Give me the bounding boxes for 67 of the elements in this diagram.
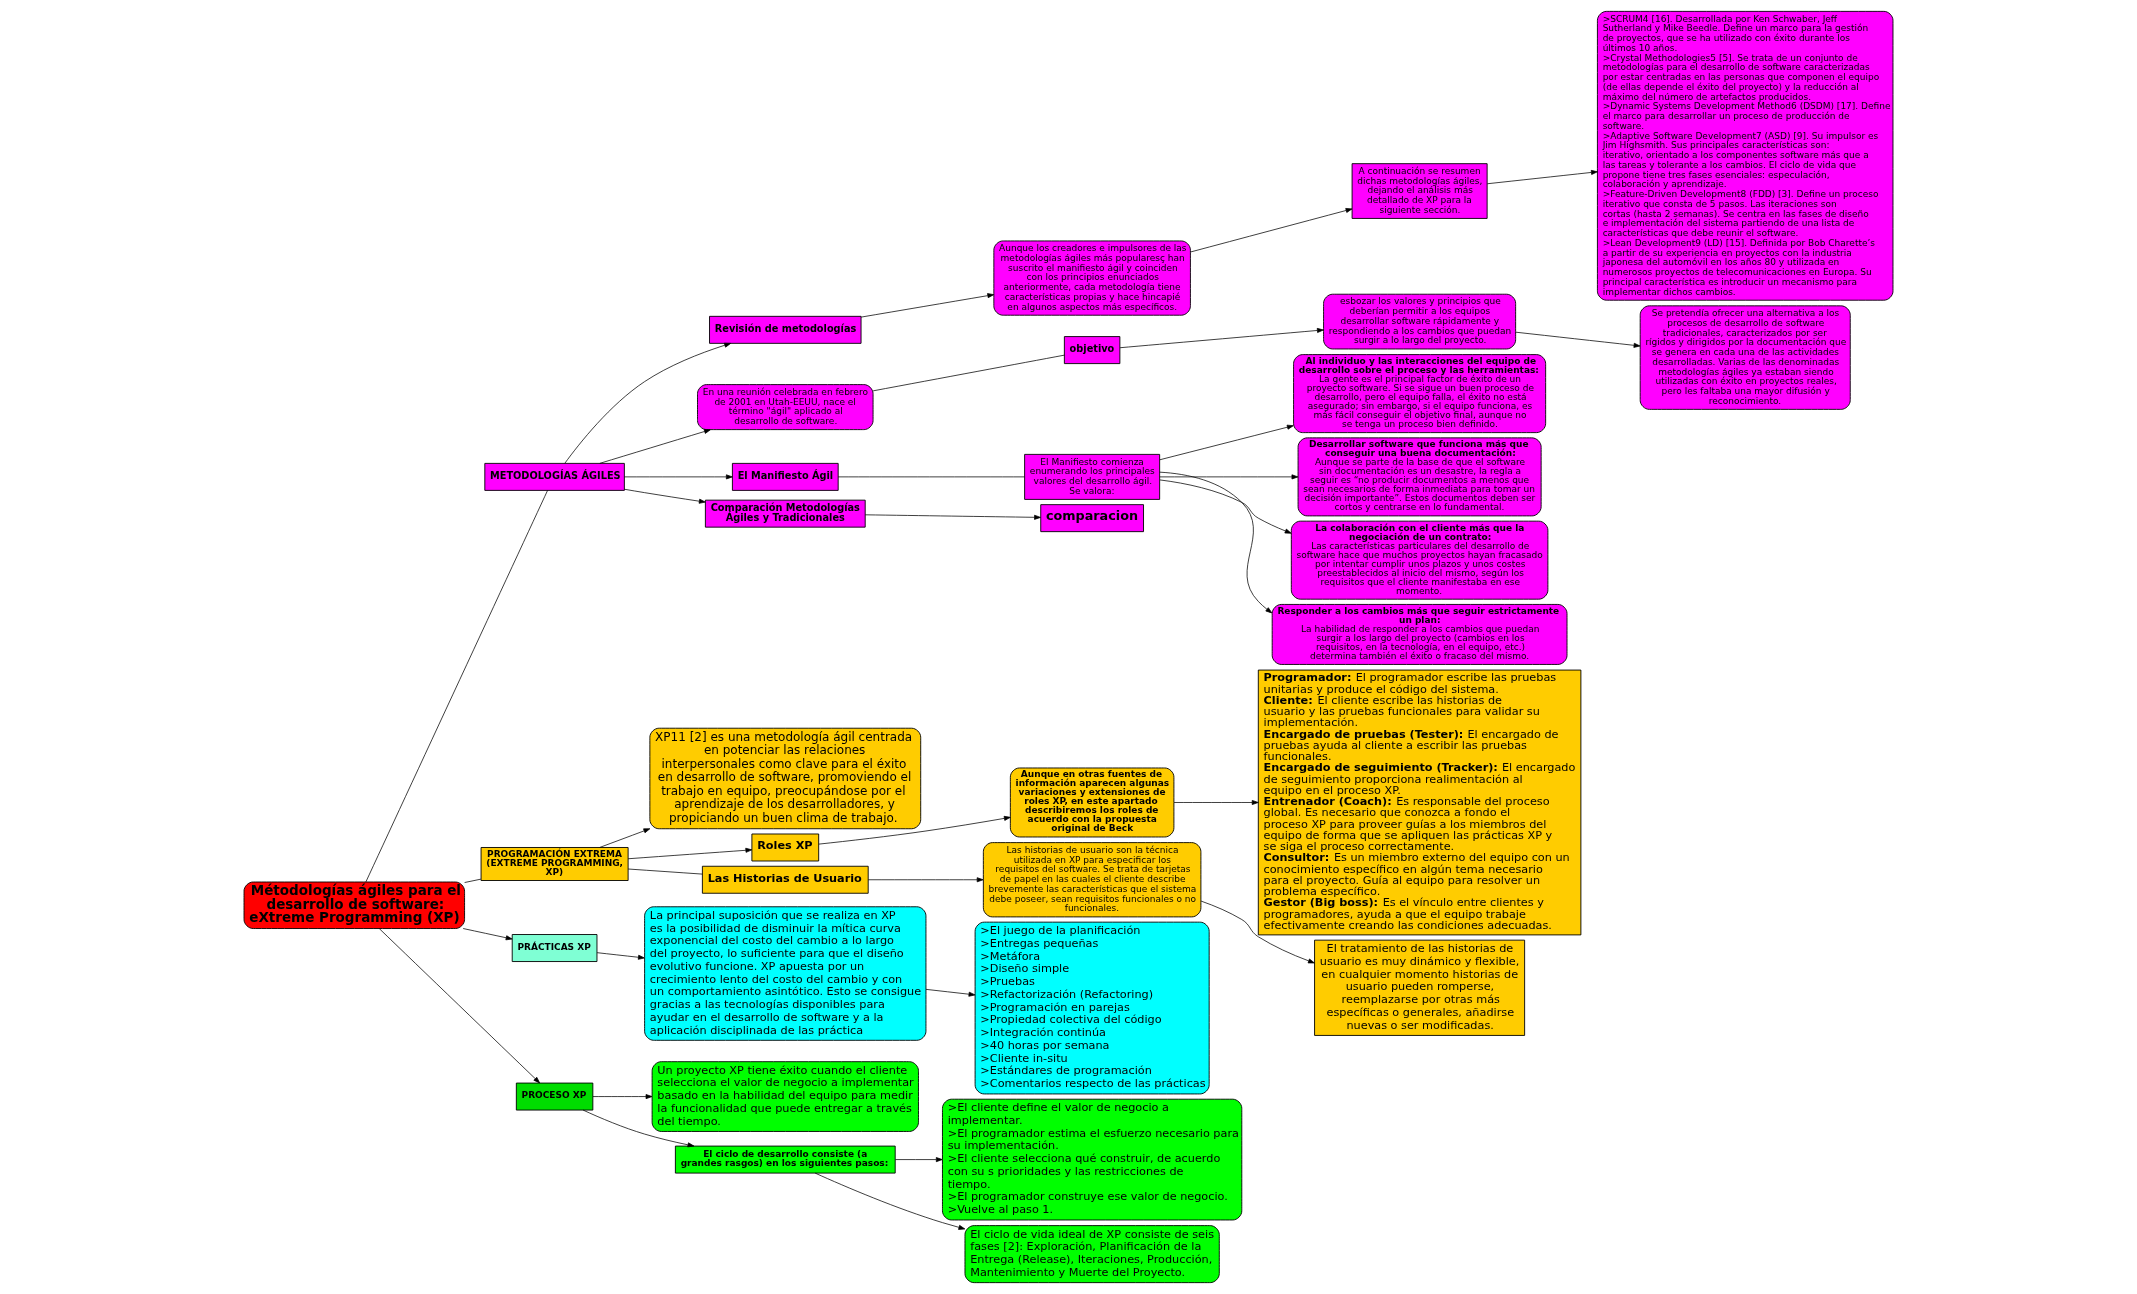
- connector: [464, 878, 482, 883]
- node-box: La principal suposición que se realiza en XP es la posibilidad de disminuir la mítica curva exponencial del costo del cambio a lo largo del proyecto, lo suficiente para que el diseño evolutivo funcione. XP apuesta por un crecimiento lento del costo del cambio y con un comportamiento asintótico. Esto se consigue gracias a las tecnologías disponibles para ayudar en el desarrollo de software y a la aplicación disciplinada de las práctica: [644, 906, 927, 1041]
- arrow: [1486, 169, 1598, 185]
- node-box: En una reunión celebrada en febrero de 2001 en Utah-EEUU, nace el término "ágil" aplicado al desarrollo de software.: [697, 384, 874, 431]
- arrow: [599, 429, 711, 464]
- node-box: Al individuo y las interacciones del equipo de desarrollo sobre el proceso y las herramientas: La gente es el principal factor de éxito de un proyecto software. Si se sigue un buen proceso de desarrollo, pero el equipo falla, el éxito no está asegurado; sin embargo, si el equipo funciona, es más fácil conseguir el objetivo final, aunque no se tenga un proceso bien definido.: [1293, 354, 1547, 434]
- arrow: [1119, 328, 1324, 349]
- node-box: El Manifiesto comienza enumerando los principales valores del desarrollo ágil. Se valora:: [1024, 453, 1161, 500]
- arrow: [1159, 479, 1292, 534]
- connector: [365, 490, 548, 883]
- node-box: La colaboración con el cliente más que la negociación de un contrato: Las características particulares del desarrollo de software hace que muchos proyectos hayan fracasado por intentar cumplir unos plazos y unos costes preestablecidos al inicio del mismo, según los requisitos que el cliente manifestaba en ese momento.: [1290, 520, 1549, 600]
- node-box: PROCESO XP: [515, 1082, 594, 1111]
- node-box: Revisión de metodologías: [709, 315, 862, 344]
- node-box: comparacion: [1040, 504, 1144, 533]
- arrow: [592, 1094, 653, 1100]
- arrow: [925, 988, 976, 997]
- arrow: [596, 952, 645, 960]
- arrow: [895, 1157, 943, 1163]
- node-box: XP11 [2] es una metodología ágil centrada en potenciar las relaciones interpersonales como clave para el éxito en desarrollo de software, promoviendo el trabajo en equipo, preocupándose por el aprendizaje de los desarrolladores, y propiciando un buen clima de trabajo.: [649, 727, 922, 830]
- arrow: [599, 828, 651, 848]
- node-box: >El cliente define el valor de negocio a implementar. >El programador estima el esfuerzo necesario para su implementación. >El cliente selecciona qué construir, de acuerdo con su s prioridades y las restricciones de tiempo. >El programador construye ese valor de negocio. >Vuelve al paso 1.: [942, 1098, 1243, 1221]
- node-box: PRÁCTICAS XP: [511, 934, 598, 962]
- connector: [837, 476, 1025, 478]
- node-box: Programador: El programador escribe las pruebas unitarias y produce el código del sistema. Cliente: El cliente escribe las historias de usuario y las pruebas funcionales para validar su implementación. Encargado de pruebas (Tester): El encargado de pruebas ayuda al cliente a escribir las pruebas funcionales. Encargado de seguimiento (Tracker): El encargado de seguimiento proporciona realimentación al equipo en el proceso XP. Entrenador (Coach): Es responsable del proceso global. Es necesario que conozca a fondo el proceso XP para proveer guías a los miembros del equipo de forma que se apliquen las prácticas XP y se siga el proceso correctamente. Consultor: Es un miembro externo del equipo con un conocimiento específico en algún tema necesario para el proyecto. Guía al equipo para resolver un problema específico. Gestor (Big boss): Es el vínculo entre clientes y programadores, ayuda a que el equipo trabaje efectivamente creando las condiciones adecuadas.: [1257, 669, 1582, 936]
- arrow: [867, 877, 984, 883]
- node-box: >SCRUM4 [16]. Desarrollada por Ken Schwaber, Jeff Sutherland y Mike Beedle. Define un marco para la gestión de proyectos, que se ha utilizado con éxito durante los últimos 10 años. >Crystal Methodologies5 [5]. Se trata de un conjunto de metodologías para el desarrollo de software caracterizadas por estar centradas en las personas que componen el equipo (de ellas depende el éxito del proyecto) y la reducción al máximo del número de artefactos producidos. >Dynamic Systems Development Method6 (DSDM) [17]. Define el marco para desarrollar un proceso de producción de software. >Adaptive Software Development7 (ASD) [9]. Su impulsor es Jim Highsmith. Sus principales características son: iterativo, orientado a los componentes software más que a las tareas y tolerante a los cambios. El ciclo de vida que propone tiene tres fases esenciales: especulación, colaboración y aprendizaje. >Feature-Driven Development8 (FDD) [3]. Define un proceso iterativo que consta de 5 pasos. Las iteraciones son cortas (hasta 2 semanas). Se centra en las fases de diseño e implementación del sistema partiendo de una lista de características que debe reunir el software. >Lean Development9 (LD) [15]. Definida por Bob Charette’s a partir de su experiencia en proyectos con la industria japonesa del automóvil en los años 80 y utilizada en numerosos proyectos de telecomunicaciones en Europa. Su principal característica es introducir un mecanismo para implementar dichos cambios.: [1596, 10, 1894, 301]
- arrow: [860, 293, 995, 318]
- connector: [872, 354, 1065, 392]
- arrow: [1515, 331, 1641, 348]
- node-box: >El juego de la planificación >Entregas pequeñas >Metáfora >Diseño simple >Pruebas >Refactorización (Refactoring) >Programación en parejas >Propiedad colectiva del código >Integración continúa >40 horas por semana >Cliente in-situ >Estándares de programación >Comentarios respecto de las prácticas: [974, 921, 1210, 1095]
- node-box: objetivo: [1063, 336, 1121, 365]
- arrow: [582, 1109, 695, 1148]
- node-box: esbozar los valores y principios que deberían permitir a los equipos desarrollar software rápidamente y respondiendo a los cambios que puedan surgir a lo largo del proyecto.: [1323, 293, 1517, 350]
- node-box: Las historias de usuario son la técnica utilizada en XP para especificar los requisitos del software. Se trata de tarjetas de papel en las cuales el cliente describe brevemente las características que el sistema debe poseer, sean requisitos funcionales o no funcionales.: [982, 842, 1202, 918]
- node-box: Comparación Metodologías Ágiles y Tradicionales: [704, 499, 866, 528]
- node-box: PROGRAMACIÓN EXTREMA (EXTREME PROGRAMMING, XP): [480, 847, 629, 881]
- node-box: El ciclo de vida ideal de XP consiste de seis fases [2]: Exploración, Planificación de la Entrega (Release), Iteraciones, Producción, Mantenimiento y Muerte del Proyecto.: [964, 1225, 1220, 1284]
- node-box: Se pretendía ofrecer una alternativa a los procesos de desarrollo de software tradicionales, caracterizados por ser rígidos y dirigidos por la documentación que se genera en cada una de las actividades desarrolladas. Varias de las denominadas metodologías ágiles ya estaban siendo utilizadas con éxito en proyectos reales, pero les faltaba una mayor difusión y reconocimiento.: [1639, 305, 1851, 410]
- arrow: [864, 514, 1041, 520]
- connector: [627, 868, 703, 875]
- node-box: A continuación se resumen dichas metodologías ágiles, dejando el análisis más detallado de XP para la siguiente sección.: [1351, 163, 1488, 219]
- arrow: [1200, 900, 1315, 964]
- arrow: [814, 1172, 966, 1230]
- node-box: Aunque en otras fuentes de información aparecen algunas variaciones y extensiones de roles XP, en este apartado describiremos los roles de acuerdo con la propuesta original de Beck: [1009, 767, 1175, 838]
- node-box: Roles XP: [751, 833, 820, 862]
- arrow: [1159, 471, 1273, 614]
- node-box: El tratamiento de las historias de usuario es muy dinámico y flexible, en cualquier momento historias de usuario pueden romperse, reemplazarse por otras más específicas o generales, añadirse nuevas o ser modificadas.: [1314, 939, 1526, 1036]
- node-box: Desarrollar software que funciona más que conseguir una buena documentación: Aunque se parte de la base de que el software sin documentación es un desastre, la regla a seguir es “no producir documentos a menos que sean necesarios de forma inmediata para tomar un decisión importante”. Estos documentos deben ser cortos y centrarse en lo fundamental.: [1297, 437, 1542, 517]
- node-box: El Manifiesto Ágil: [731, 462, 839, 491]
- arrow: [1159, 474, 1299, 480]
- node-box: Métodologías ágiles para el desarrollo de software: eXtreme Programming (XP): [243, 881, 465, 929]
- node-box: METODOLOGÍAS ÁGILES: [484, 462, 625, 491]
- arrow: [624, 488, 706, 504]
- node-box: Aunque los creadores e impulsores de las metodologías ágiles más popularesç han suscrito el manifiesto ágil y coinciden con los principios enunciados anteriormente, cada metodología tiene características propias y hace hincapié en algunos aspectos más específicos.: [993, 240, 1191, 316]
- arrow: [462, 928, 513, 941]
- arrow: [378, 928, 540, 1084]
- node-box: Un proyecto XP tiene éxito cuando el cliente selecciona el valor de negocio a implementar basado en la habilidad del equipo para medir la funcionalidad que puede entregar a través del tiempo.: [651, 1061, 919, 1132]
- arrow: [624, 474, 733, 480]
- arrow: [1190, 208, 1353, 253]
- arrow: [564, 342, 731, 464]
- arrow: [1173, 800, 1259, 805]
- arrow: [1159, 424, 1294, 461]
- node-box: El ciclo de desarrollo consiste (a grandes rasgos) en los siguientes pasos:: [674, 1145, 896, 1174]
- arrow: [627, 847, 753, 860]
- node-box: Las Historias de Usuario: [701, 865, 869, 894]
- node-box: Responder a los cambios más que seguir estrictamente un plan: La habilidad de responder a los cambios que puedan surgir a los largo del proyecto (cambios en los requisitos, en la tecnología, en el equipo, etc.) determina también el éxito o fracaso del mismo.: [1271, 603, 1568, 665]
- arrow: [818, 815, 1011, 845]
